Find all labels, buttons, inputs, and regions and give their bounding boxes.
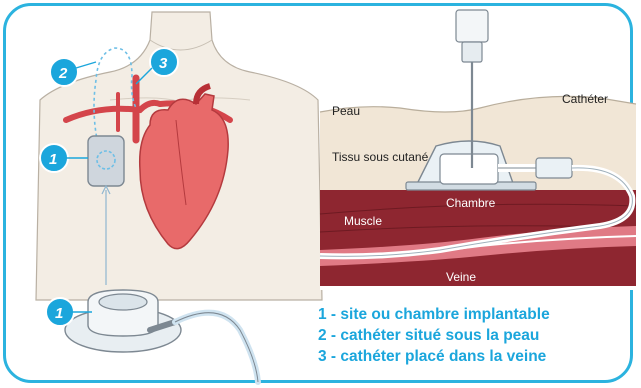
badge-3-text: 3 xyxy=(159,55,168,72)
legend-item-2: 2 - cathéter situé sous la peau xyxy=(318,325,628,346)
badge-1-port-text: 1 xyxy=(55,305,63,322)
label-muscle: Muscle xyxy=(344,214,382,228)
label-veine: Veine xyxy=(446,270,476,284)
badge-1-chest-text: 1 xyxy=(49,151,57,168)
port-device xyxy=(65,290,258,382)
legend-item-1: 1 - site ou chambre implantable xyxy=(318,304,628,325)
label-chambre: Chambre xyxy=(446,196,495,210)
legend: 1 - site ou chambre implantable 2 - cath… xyxy=(318,304,628,367)
label-catheter: Cathéter xyxy=(562,92,608,106)
label-tissu: Tissu sous cutané xyxy=(332,150,428,164)
badge-2-text: 2 xyxy=(58,65,68,82)
implanted-port xyxy=(88,136,124,186)
label-peau: Peau xyxy=(332,104,360,118)
legend-item-3: 3 - cathéter placé dans la veine xyxy=(318,346,628,367)
